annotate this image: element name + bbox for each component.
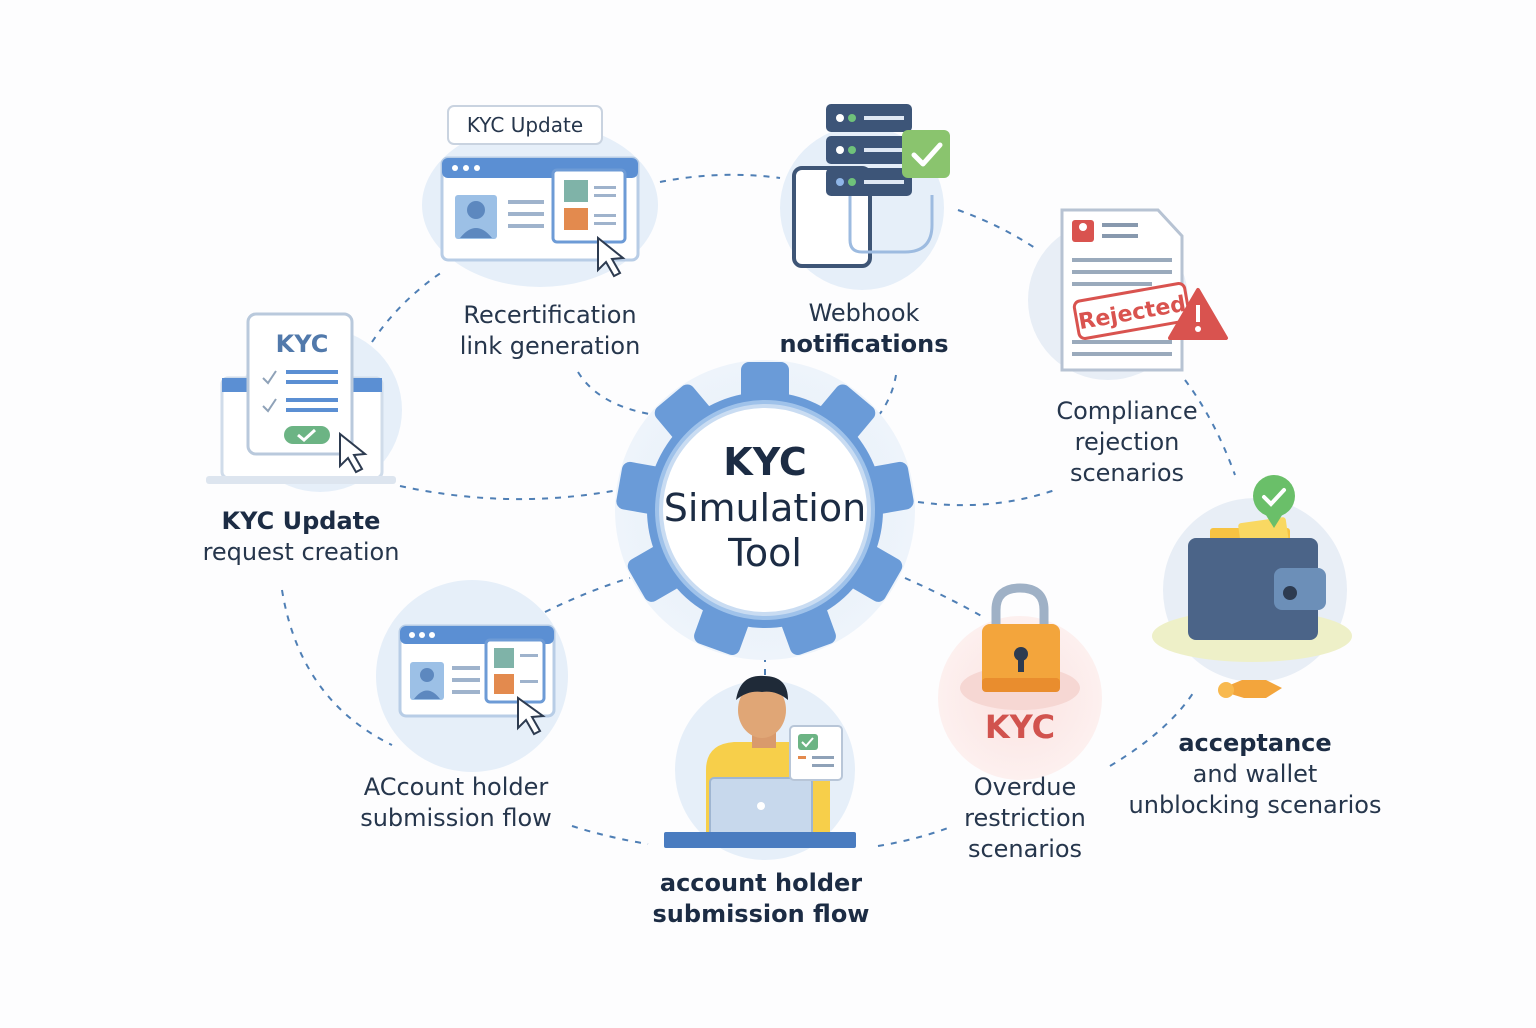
center-title-line-1: KYC xyxy=(723,440,807,484)
submission-bottom-icon-group xyxy=(664,675,856,860)
submission-left-label: ACcount holder submission flow xyxy=(346,772,566,834)
submission-left-label-line-2: submission flow xyxy=(360,804,552,833)
center-title-line-3: Tool xyxy=(728,531,802,576)
update-request-label-line-2: request creation xyxy=(202,538,400,567)
cursor-icon xyxy=(517,696,546,736)
cursor-icon xyxy=(597,235,626,278)
check-badge-icon xyxy=(1253,475,1295,528)
overdue-label-line-2: restriction xyxy=(964,804,1086,833)
webhook-label: Webhook notifications xyxy=(764,298,964,360)
update-request-icon-group: KYC xyxy=(206,312,402,492)
webhook-label-line-2: notifications xyxy=(779,330,949,359)
compliance-label-line-1: Compliance xyxy=(1056,397,1198,425)
connectors xyxy=(281,173,1236,847)
connector-center-compliance xyxy=(917,489,1056,507)
connector-update-left-sub xyxy=(281,589,393,746)
browser-window-icon xyxy=(440,156,640,262)
connector-center-update xyxy=(399,485,619,501)
connector-update-recert xyxy=(371,269,446,343)
submission-bottom-label-line-1: account holder xyxy=(659,869,863,897)
recertification-tag-text: KYC Update xyxy=(467,113,583,137)
update-doc-title: KYC xyxy=(276,330,329,358)
center-title-line-2: Simulation xyxy=(663,485,867,530)
compliance-icon-group: Rejected xyxy=(1028,208,1228,380)
update-request-label-line-1: KYC Update xyxy=(221,507,381,535)
check-badge-icon xyxy=(902,130,950,178)
server-icon xyxy=(826,104,912,196)
compliance-label-line-3: scenarios xyxy=(1069,459,1185,488)
cursor-icon xyxy=(339,431,368,474)
acceptance-label-line-3: unblocking scenarios xyxy=(1128,791,1382,820)
rejected-stamp: Rejected xyxy=(1072,282,1191,341)
connector-bottom-overdue xyxy=(877,827,949,847)
acceptance-icon-group xyxy=(1152,475,1352,698)
recertification-label-line-1: Recertification xyxy=(463,301,637,329)
padlock-icon xyxy=(982,583,1060,692)
connector-overdue-acceptance xyxy=(1109,689,1196,767)
gear-icon xyxy=(616,362,914,656)
center-title: KYC Simulation Tool xyxy=(650,440,880,577)
key-icon xyxy=(1218,680,1282,698)
connector-center-recert xyxy=(577,371,663,417)
submission-bottom-label-line-2: submission flow xyxy=(652,900,870,929)
compliance-label: Compliance rejection scenarios xyxy=(1030,396,1224,490)
connector-center-overdue xyxy=(904,577,986,619)
acceptance-label-line-2: and wallet xyxy=(1192,760,1318,789)
checklist-icon xyxy=(789,725,843,781)
connector-webhook-compliance xyxy=(957,209,1036,249)
overdue-lock-label: KYC xyxy=(985,708,1055,746)
submission-left-label-line-1: ACcount holder xyxy=(363,773,549,801)
laptop-icon xyxy=(664,777,856,848)
connector-compliance-acceptance xyxy=(1184,379,1236,476)
acceptance-label-line-1: acceptance xyxy=(1178,729,1332,757)
overdue-label: Overdue restriction scenarios xyxy=(930,772,1120,866)
recertification-icon-group: KYC Update xyxy=(422,105,658,287)
submission-bottom-label: account holder submission flow xyxy=(636,868,886,930)
recertification-label-line-2: link generation xyxy=(459,332,641,361)
update-request-label: KYC Update request creation xyxy=(190,506,412,568)
connector-recert-webhook xyxy=(659,173,781,183)
document-icon: KYC xyxy=(246,312,354,456)
webhook-label-line-1: Webhook xyxy=(808,299,920,327)
recertification-tag xyxy=(447,105,603,145)
connector-center-left-sub xyxy=(544,577,631,613)
compliance-label-line-2: rejection xyxy=(1074,428,1180,457)
overdue-label-line-1: Overdue xyxy=(973,773,1077,801)
overdue-label-line-3: scenarios xyxy=(967,835,1083,864)
overdue-icon-group: KYC xyxy=(938,583,1102,780)
wallet-icon xyxy=(1188,517,1326,640)
webhook-icon-group xyxy=(780,104,950,290)
connector-left-sub-bottom xyxy=(571,825,649,845)
submission-left-icon-group xyxy=(376,580,568,772)
center-gear xyxy=(615,360,915,660)
recertification-label: Recertification link generation xyxy=(440,300,660,362)
browser-window-icon xyxy=(398,624,556,718)
warning-icon xyxy=(1168,288,1228,340)
acceptance-label: acceptance and wallet unblocking scenari… xyxy=(1124,728,1386,822)
